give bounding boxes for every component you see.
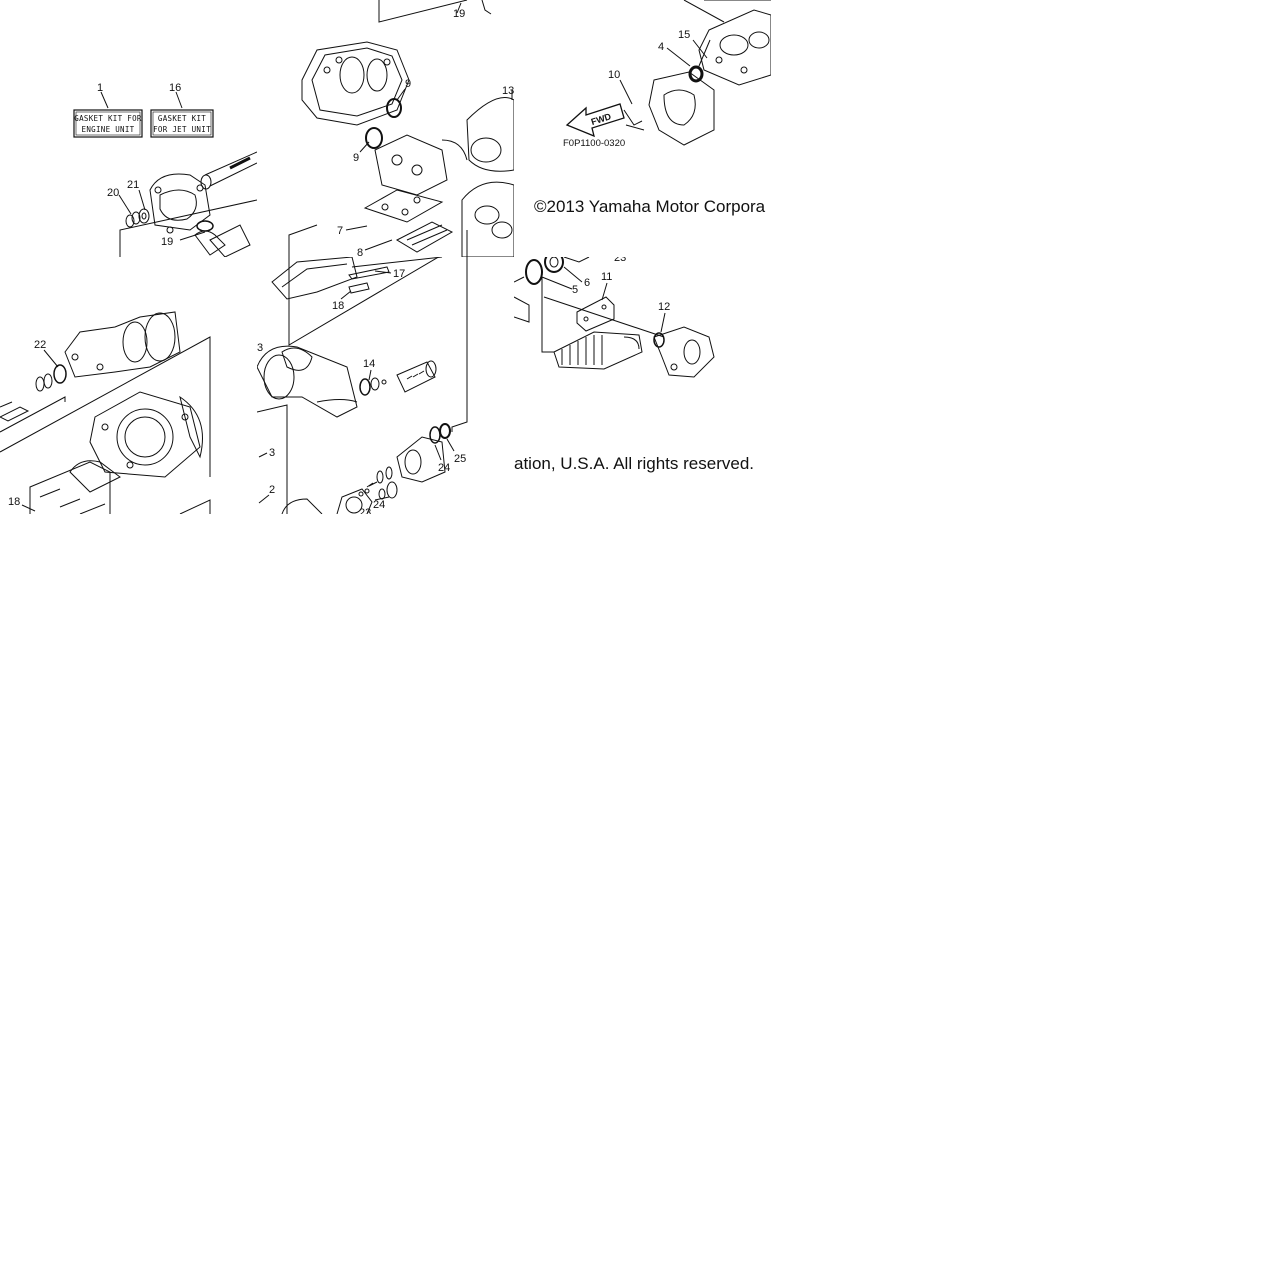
label-line2: FOR JET UNIT: [153, 125, 211, 134]
tile-mid-right-drawing: 23 6 5 11 12: [514, 257, 715, 378]
tile-mid-middle-drawing: 17 18 3 14 3 2 24 25 24 23: [257, 257, 468, 514]
callout-7: 7: [337, 225, 343, 237]
callout-17: 17: [393, 268, 405, 280]
callout-20: 20: [107, 187, 119, 199]
callout-14: 14: [363, 358, 375, 370]
callout-23: 23: [359, 507, 371, 514]
callout-11: 11: [601, 271, 612, 283]
callout-1: 1: [97, 82, 103, 94]
label-line1: GASKET KIT FOR: [74, 114, 142, 123]
callout-4: 4: [658, 41, 664, 53]
callout-3: 3: [257, 342, 263, 354]
figure-code: F0P1100-0320: [563, 138, 625, 149]
callout-24: 24: [373, 499, 385, 511]
callout-5: 5: [572, 284, 578, 296]
callout-21: 21: [127, 179, 139, 191]
callout-15: 15: [678, 29, 690, 41]
callout-18: 18: [8, 496, 20, 508]
callout-12: 12: [658, 301, 670, 313]
callout-9: 9: [353, 152, 359, 164]
tile-mid-left: 22 18: [0, 257, 257, 514]
callout-22: 22: [34, 339, 46, 351]
tile-top-left-drawing: 1 GASKET KIT FOR ENGINE UNIT 16 GASKET K…: [73, 82, 257, 257]
tile-top-left: 1 GASKET KIT FOR ENGINE UNIT 16 GASKET K…: [0, 0, 257, 257]
callout-18: 18: [332, 300, 344, 312]
tile-top-middle: 19 9 9 7 8 13: [257, 0, 514, 257]
callout-9: 9: [405, 78, 411, 90]
callout-2: 2: [269, 484, 275, 496]
callout-25: 25: [454, 453, 466, 465]
label-line2: ENGINE UNIT: [82, 125, 135, 134]
gasket-kit-engine-label: [73, 109, 143, 138]
copyright-text-part2: ation, U.S.A. All rights reserved.: [514, 454, 754, 473]
tile-top-middle-drawing: 19 9 9 7 8 13: [288, 0, 514, 257]
tile-mid-middle: 17 18 3 14 3 2 24 25 24 23: [257, 257, 514, 514]
callout-13: 13: [502, 85, 514, 97]
callout-19: 19: [453, 8, 465, 20]
tile-mid-left-drawing: 22 18: [0, 311, 211, 514]
gasket-kit-jet-label: [150, 109, 214, 138]
label-line1: GASKET KIT: [158, 114, 206, 123]
tile-top-right: FWD 15 4 10 F0P1100-0320: [514, 0, 771, 257]
callout-19: 19: [161, 236, 173, 248]
callout-6: 6: [584, 277, 590, 289]
tile-mid-right: 23 6 5 11 12: [514, 257, 771, 514]
callout-8: 8: [357, 247, 363, 257]
callout-16: 16: [169, 82, 181, 94]
callout-24: 24: [438, 462, 450, 474]
callout-3: 3: [269, 447, 275, 459]
callout-10: 10: [608, 69, 620, 81]
callout-23: 23: [614, 257, 626, 264]
tile-top-right-drawing: FWD 15 4 10 F0P1100-0320: [563, 0, 771, 149]
copyright-text-part1: ©2013 Yamaha Motor Corpora: [534, 197, 766, 216]
